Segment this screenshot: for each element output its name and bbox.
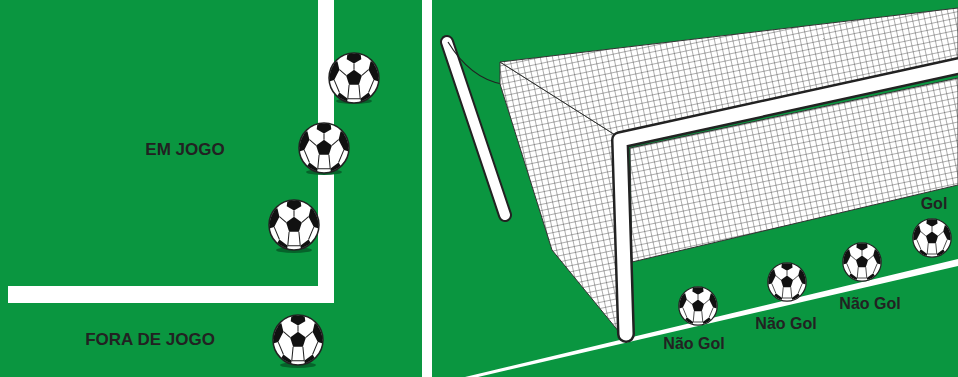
goal-label: Não Gol — [663, 335, 724, 353]
region-label: FORA DE JOGO — [85, 331, 215, 350]
goal-label: Não Gol — [755, 315, 816, 333]
region-label: EM JOGO — [145, 141, 224, 160]
goal-label: Gol — [921, 195, 948, 213]
goal-label: Não Gol — [839, 295, 900, 313]
